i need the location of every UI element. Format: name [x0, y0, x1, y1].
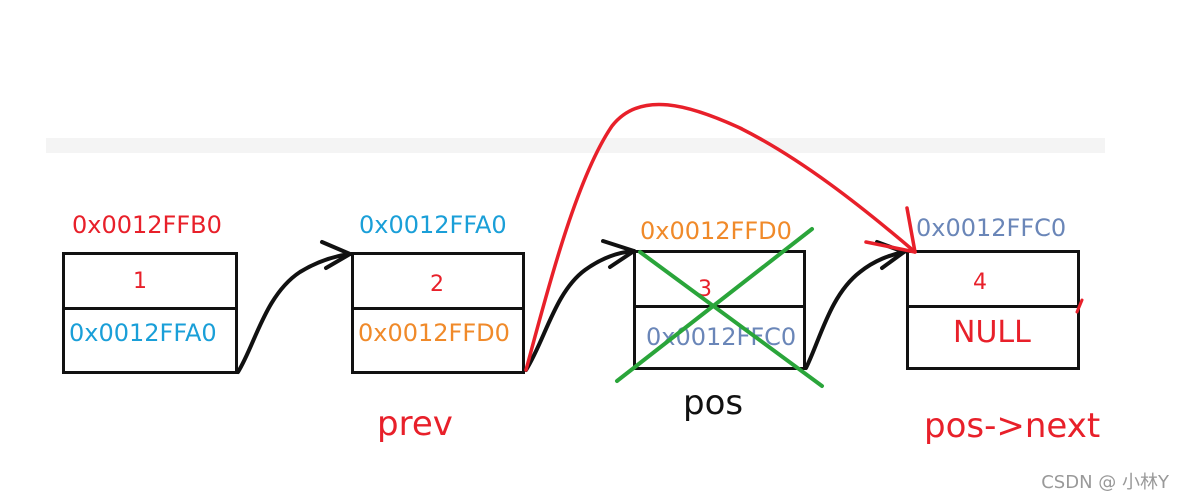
- arrow-node2-to-node3: [524, 249, 636, 372]
- red-bypass-arrow: [524, 102, 917, 372]
- node1-next-field: 0x0012FFA0: [69, 319, 217, 347]
- red-tick-mark: [1075, 298, 1084, 314]
- delete-cross-line-1: [638, 250, 824, 388]
- pos-label: pos: [683, 383, 744, 423]
- node1-address-label: 0x0012FFB0: [72, 211, 222, 239]
- node1: 1 0x0012FFA0: [62, 252, 238, 374]
- node4-data-cell: 4: [909, 253, 1077, 308]
- node2-data-cell: 2: [354, 255, 522, 310]
- pos-next-label: pos->next: [924, 406, 1101, 446]
- prev-label: prev: [377, 404, 453, 444]
- node4-next-cell: NULL: [909, 305, 1077, 367]
- arrowhead-node2-to-node3: [601, 239, 636, 269]
- background-band: [46, 138, 1105, 153]
- arrowhead-node1-to-node2: [320, 240, 352, 270]
- node3-address-label: 0x0012FFD0: [640, 217, 792, 245]
- arrow-node1-to-node2: [236, 252, 352, 374]
- node4-next-field: NULL: [953, 315, 1031, 350]
- delete-cross-line-2: [615, 227, 814, 383]
- node1-next-cell: 0x0012FFA0: [65, 309, 235, 371]
- node2-value: 2: [430, 272, 444, 297]
- node2-next-cell: 0x0012FFD0: [354, 309, 522, 371]
- watermark: CSDN @ 小林Y: [1041, 472, 1169, 493]
- red-bypass-arrowhead: [864, 206, 917, 254]
- node4-value: 4: [973, 270, 987, 295]
- node1-data-cell: 1: [65, 255, 235, 310]
- arrow-node3-to-node4: [804, 250, 906, 370]
- node2: 2 0x0012FFD0: [351, 252, 525, 374]
- node2-address-label: 0x0012FFA0: [359, 211, 507, 239]
- node4-address-label: 0x0012FFC0: [916, 214, 1067, 242]
- node2-next-field: 0x0012FFD0: [358, 319, 510, 347]
- node1-value: 1: [133, 269, 147, 294]
